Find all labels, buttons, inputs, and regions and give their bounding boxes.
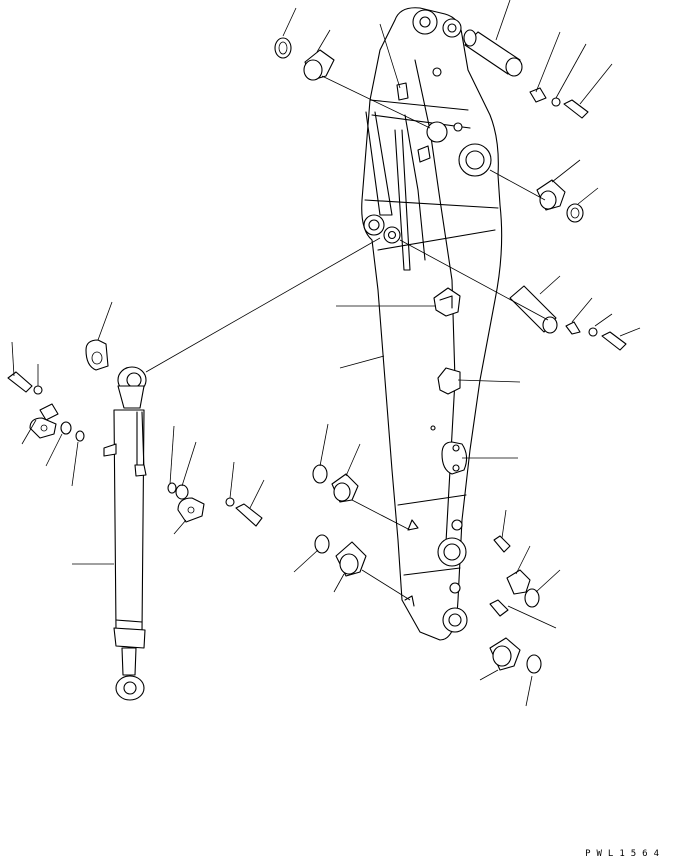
bushing-lower-left-1 xyxy=(331,473,359,503)
assembly-lines xyxy=(145,75,549,601)
snap-ring-lower-left-1 xyxy=(312,464,328,484)
pin-upper xyxy=(463,29,523,77)
bushing-lower-left-2 xyxy=(335,541,367,577)
plate-cylinder-left-1 xyxy=(39,403,59,421)
bolt-upper xyxy=(563,99,589,119)
shim-cylinder-top xyxy=(85,339,109,371)
hose-clamp-lower xyxy=(441,441,468,475)
leader-lines xyxy=(11,0,641,707)
drawing-code: PWL1564 xyxy=(585,849,665,859)
washer-cylinder-left xyxy=(33,385,43,395)
bolt-cylinder-left xyxy=(7,371,33,393)
bushing-lower-right-1 xyxy=(506,569,531,595)
hose-bracket-middle xyxy=(437,367,461,395)
snap-ring-upper-right xyxy=(566,203,584,223)
snap-ring-upper-left xyxy=(274,37,292,59)
washer-cylinder-right-2 xyxy=(225,497,235,507)
washer-cylinder-right xyxy=(175,484,189,500)
bushing-upper-left xyxy=(303,49,335,81)
washer-upper xyxy=(551,97,561,107)
hose-bracket-upper xyxy=(433,287,461,317)
lock-plate-upper xyxy=(529,87,547,103)
grease-fitting-1 xyxy=(493,535,511,553)
washer-cylinder-left-2 xyxy=(75,430,85,442)
snap-ring-lower-right-1 xyxy=(524,588,540,608)
o-ring-cylinder-right xyxy=(167,482,177,494)
washer-middle xyxy=(588,327,598,337)
bushing-lower-right-2 xyxy=(489,637,521,671)
pin-middle xyxy=(509,285,558,334)
bolt-cylinder-right xyxy=(235,503,263,527)
arm-cylinder xyxy=(103,366,147,701)
bolt-middle xyxy=(601,331,627,351)
bushing-upper-right xyxy=(536,179,566,211)
snap-ring-lower-right-2 xyxy=(526,654,542,674)
snap-ring-cylinder-left xyxy=(60,421,72,435)
grease-fitting-2 xyxy=(489,599,509,617)
lock-plate-middle xyxy=(565,321,581,335)
excavator-arm xyxy=(361,7,503,641)
snap-ring-lower-left-2 xyxy=(314,534,330,554)
plate-cylinder-left-2 xyxy=(29,417,57,439)
plate-cylinder-right xyxy=(177,497,205,523)
